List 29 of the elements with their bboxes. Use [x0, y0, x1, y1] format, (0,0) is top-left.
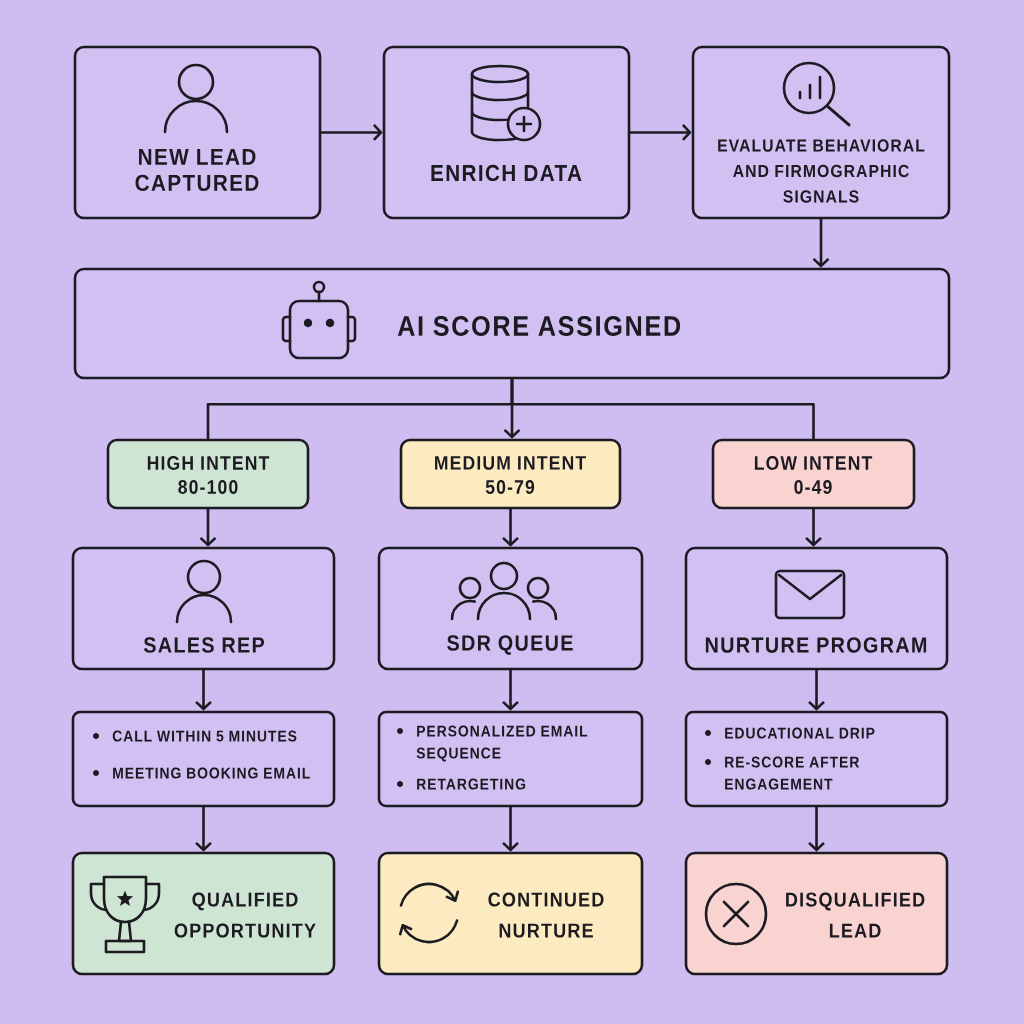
- outcome-box: QUALIFIED OPPORTUNITY: [71, 851, 336, 976]
- arrow: [199, 508, 217, 547]
- process-box: ENRICH DATA: [382, 45, 631, 220]
- arrow: [502, 669, 519, 711]
- connector-line: [510, 378, 815, 440]
- bullet-list-box: CALL WITHIN 5 MINUTES MEETING BOOKING EMAIL: [71, 710, 336, 808]
- arrow: [808, 806, 825, 852]
- arrow: [808, 669, 825, 711]
- process-box: NEW LEAD CAPTURED: [73, 45, 322, 220]
- process-box: NURTURE PROGRAM: [684, 546, 949, 671]
- outcome-box: DISQUALIFIED LEAD: [684, 851, 949, 976]
- arrow: [195, 669, 212, 711]
- arrow: [812, 218, 830, 268]
- arrow: [629, 124, 692, 141]
- score-range-box: LOW INTENT 0-49: [711, 438, 916, 510]
- bullet-list-box: PERSONALIZED EMAIL SEQUENCE RETARGETING: [377, 710, 644, 808]
- process-box: EVALUATE BEHAVIORAL AND FIRMOGRAPHIC SIGNALS: [691, 45, 951, 220]
- outcome-box: CONTINUED NURTURE: [377, 851, 644, 976]
- arrow: [320, 124, 383, 141]
- process-box: SDR QUEUE: [377, 546, 644, 671]
- arrow: [502, 806, 519, 852]
- score-range-box: HIGH INTENT 80-100: [106, 438, 310, 510]
- arrow: [805, 508, 822, 547]
- arrow: [195, 806, 212, 852]
- process-box: AI SCORE ASSIGNED: [73, 267, 951, 380]
- bullet-list-box: EDUCATIONAL DRIP RE-SCORE AFTER ENGAGEMENT: [684, 710, 949, 808]
- score-range-box: MEDIUM INTENT 50-79: [399, 438, 622, 510]
- process-box: SALES REP: [71, 546, 336, 671]
- arrow: [502, 508, 519, 547]
